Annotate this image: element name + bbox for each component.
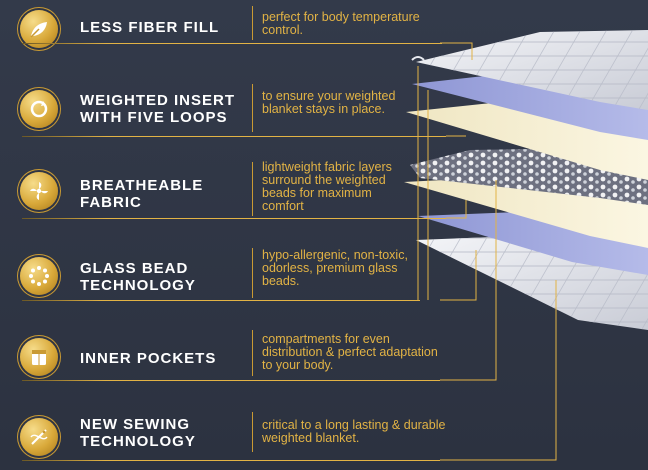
divider bbox=[252, 248, 253, 298]
feature-description: hypo-allergenic, non-toxic, odorless, pr… bbox=[262, 248, 408, 288]
feature-breatheable-fabric: BREATHEABLE FABRIC lightweight fabric la… bbox=[0, 158, 446, 219]
feature-title: WEIGHTED INSERT WITH FIVE LOOPS bbox=[80, 92, 236, 126]
feature-description: compartments for even distribution & per… bbox=[262, 332, 438, 372]
feature-title: BREATHEABLE FABRIC bbox=[80, 177, 204, 211]
feature-title: LESS FIBER FILL bbox=[80, 19, 220, 36]
underline bbox=[22, 300, 420, 301]
divider bbox=[252, 6, 253, 40]
leaf-icon bbox=[20, 10, 58, 48]
feature-less-fiber-fill: LESS FIBER FILL perfect for body tempera… bbox=[0, 0, 442, 60]
loop-icon bbox=[20, 90, 58, 128]
pocket-icon bbox=[20, 338, 58, 376]
feature-description: critical to a long lasting & durable wei… bbox=[262, 418, 446, 445]
divider bbox=[252, 412, 253, 452]
feature-title: NEW SEWING TECHNOLOGY bbox=[80, 416, 196, 450]
feature-description: to ensure your weighted blanket stays in… bbox=[262, 89, 396, 116]
leader-lines bbox=[417, 42, 557, 461]
underline bbox=[22, 380, 440, 381]
fan-icon bbox=[20, 172, 58, 210]
feature-new-sewing-technology: NEW SEWING TECHNOLOGY critical to a long… bbox=[0, 408, 445, 468]
divider bbox=[252, 162, 253, 216]
bead-ring-icon bbox=[20, 257, 58, 295]
divider bbox=[252, 84, 253, 132]
underline bbox=[22, 218, 446, 219]
layer-top-quilt bbox=[411, 30, 648, 110]
feature-description: lightweight fabric layers surround the w… bbox=[262, 160, 392, 213]
feature-title: INNER POCKETS bbox=[80, 350, 217, 367]
feature-title: GLASS BEAD TECHNOLOGY bbox=[80, 260, 196, 294]
feature-glass-bead-technology: GLASS BEAD TECHNOLOGY hypo-allergenic, n… bbox=[0, 244, 440, 304]
feature-weighted-insert: WEIGHTED INSERT WITH FIVE LOOPS to ensur… bbox=[0, 78, 446, 138]
feature-description: perfect for body temperature control. bbox=[262, 10, 420, 37]
underline bbox=[22, 460, 440, 461]
underline bbox=[22, 43, 442, 44]
needle-icon bbox=[20, 418, 58, 456]
feature-inner-pockets: INNER POCKETS compartments for even dist… bbox=[0, 326, 440, 386]
underline bbox=[22, 136, 446, 137]
divider bbox=[252, 330, 253, 376]
